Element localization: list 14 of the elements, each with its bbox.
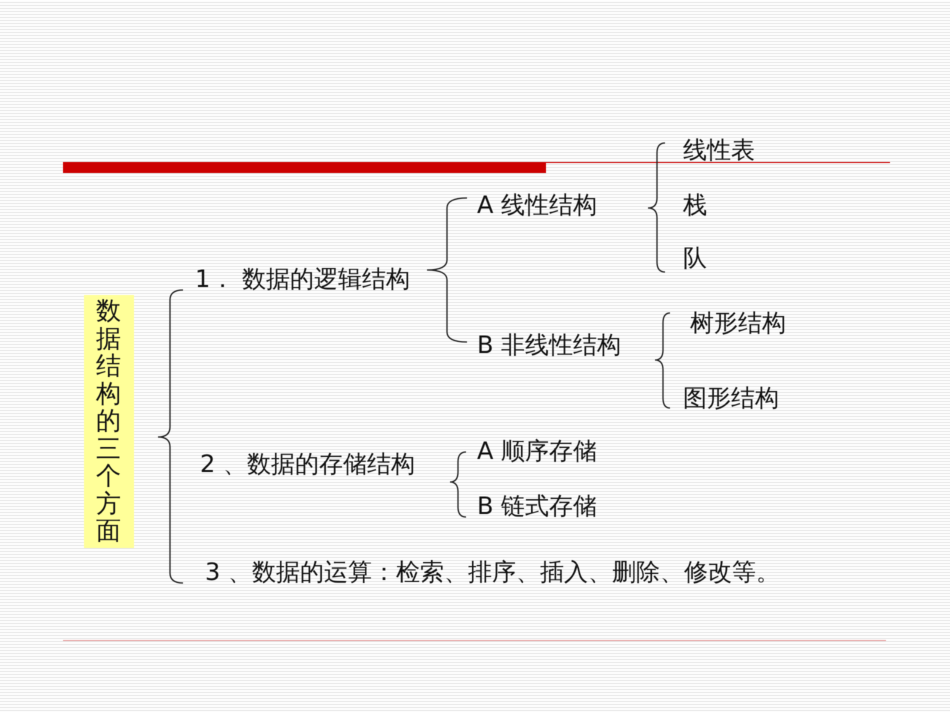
item-label: 树形结构	[690, 308, 786, 338]
item-label: 2 、数据的存储结构	[200, 449, 422, 479]
item-label: 图形结构	[683, 383, 779, 413]
highlight-box	[84, 295, 134, 548]
item-label: 3 、数据的运算：检索、排序、插入、删除、修改等。	[205, 557, 780, 587]
vertical-label: 数据结构的三个方面	[96, 297, 122, 544]
item-label: B 链式存储	[477, 491, 598, 521]
item-label: 线性表	[683, 135, 755, 165]
item-label: A 线性结构	[477, 190, 598, 220]
item-label: B 非线性结构	[477, 330, 622, 360]
item-label: A 顺序存储	[477, 436, 598, 466]
item-label: 栈	[683, 190, 707, 220]
item-label: 队	[683, 243, 707, 273]
item-label: 1． 数据的逻辑结构	[195, 264, 417, 294]
